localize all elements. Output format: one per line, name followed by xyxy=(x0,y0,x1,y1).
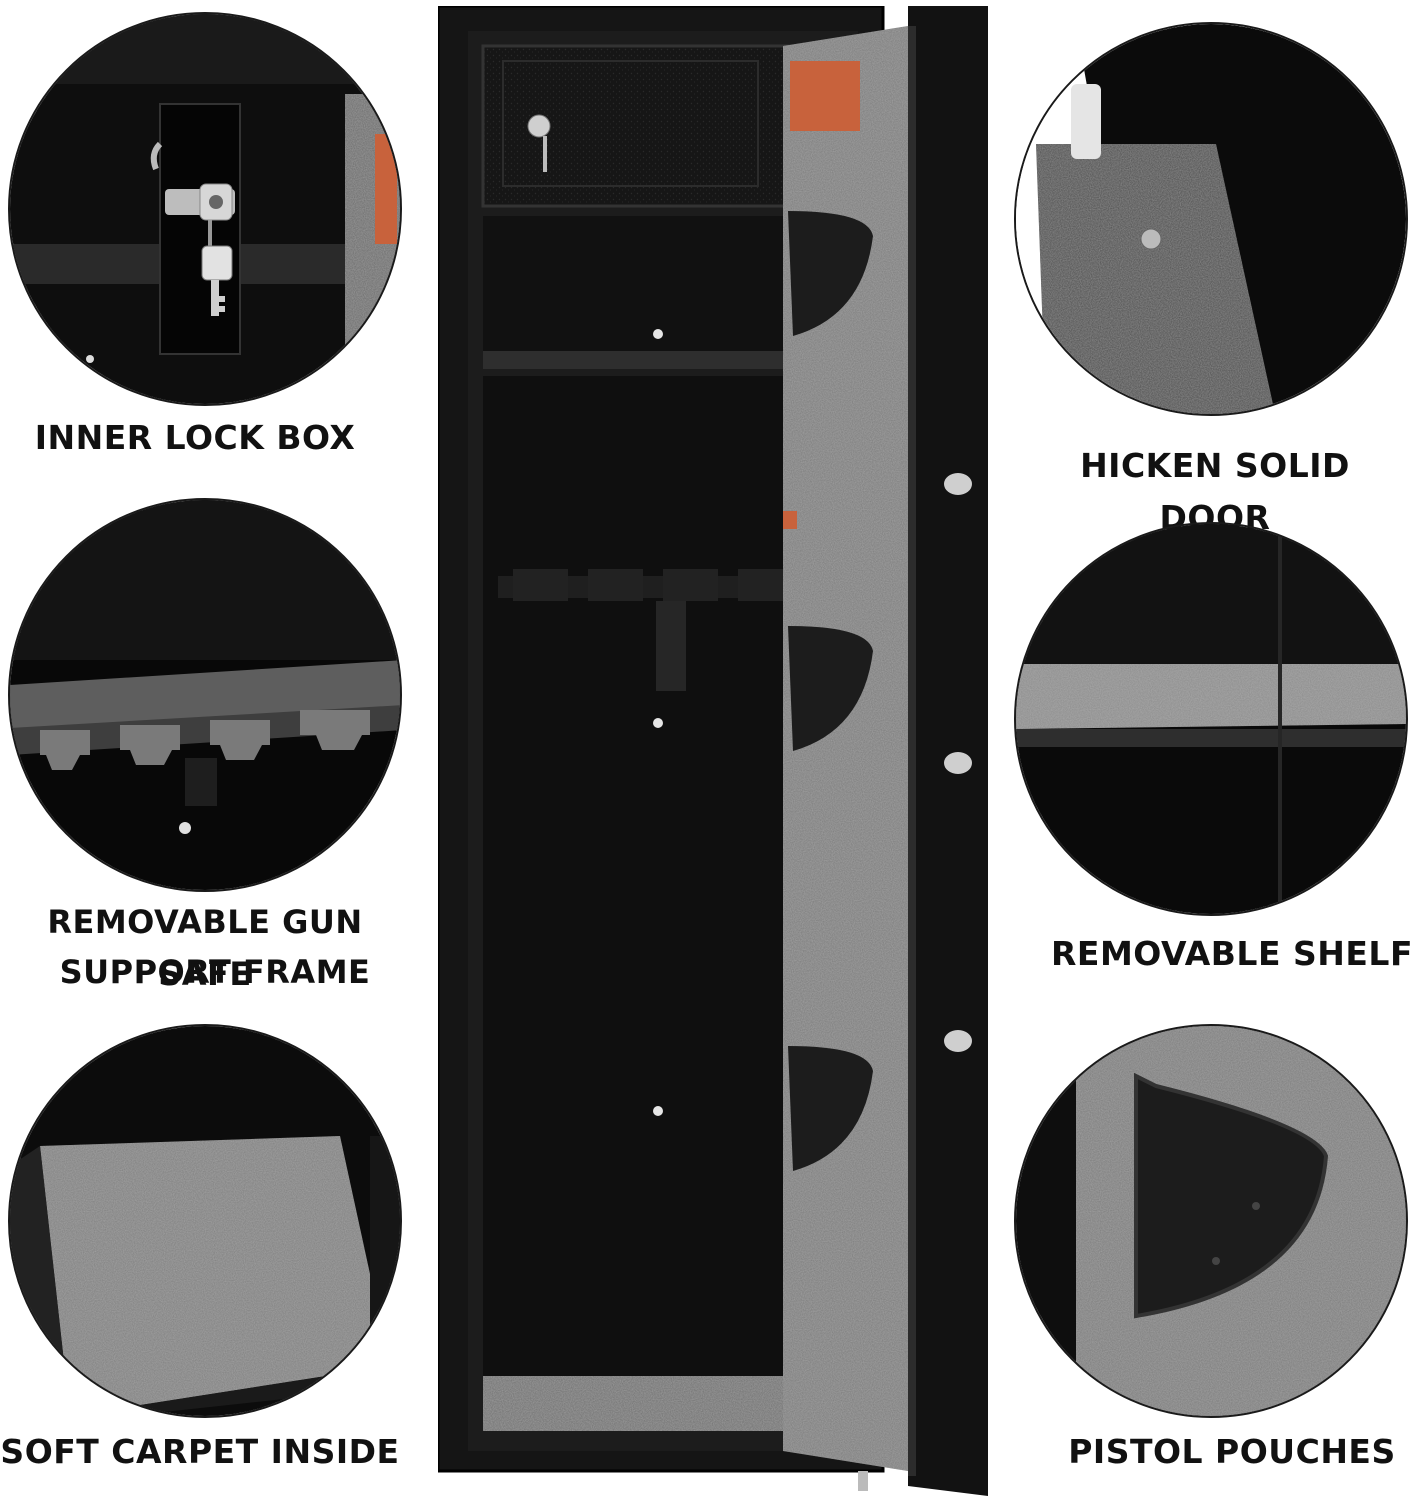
support-frame-caption-line2: SUPPORT FRAME xyxy=(59,953,371,991)
lock-icon xyxy=(150,141,235,221)
gun-rack-icon xyxy=(10,660,400,806)
removable-shelf-caption: REMOVABLE SHELF xyxy=(1050,934,1413,973)
pistol-pouches-photo xyxy=(1014,1024,1408,1418)
soft-carpet-photo xyxy=(8,1024,402,1418)
pouch-icon xyxy=(788,211,873,1171)
pistol-pouches-caption: PISTOL POUCHES xyxy=(1068,1432,1396,1471)
key-icon xyxy=(201,220,233,316)
removable-shelf-photo xyxy=(1014,522,1408,916)
solid-door-photo xyxy=(1014,22,1408,416)
safe-door xyxy=(783,6,988,1496)
door-knob-icon xyxy=(944,473,972,1052)
gun-safe-main-photo xyxy=(438,6,988,1496)
soft-carpet-caption: SOFT CARPET INSIDE xyxy=(0,1432,400,1471)
support-frame-caption-line1: REMOVABLE GUN SAFE xyxy=(47,903,363,993)
inner-lock-box-caption: INNER LOCK BOX xyxy=(34,418,356,457)
inner-lock-box xyxy=(481,44,790,208)
support-frame-photo xyxy=(8,498,402,892)
inner-lock-box-photo xyxy=(8,12,402,406)
